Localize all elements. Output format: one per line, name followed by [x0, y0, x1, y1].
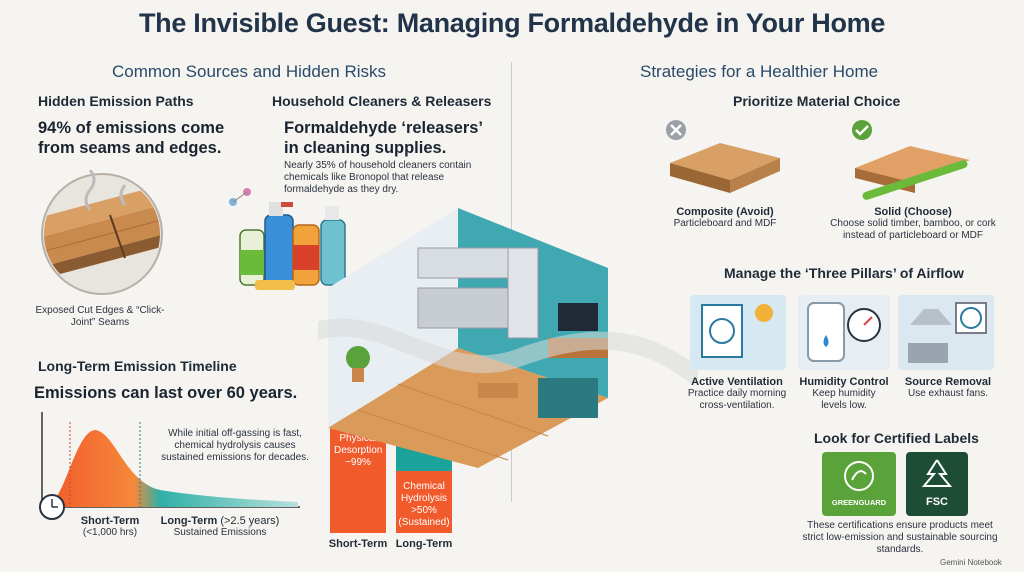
pillar-humidity-title: Humidity Control	[799, 376, 889, 388]
fsc-text: FSC	[926, 496, 948, 508]
solid-block: Solid (Choose) Choose solid timber, bamb…	[828, 206, 998, 242]
left-section-heading: Common Sources and Hidden Risks	[112, 62, 387, 81]
short-term-sub: (<1,000 hrs)	[82, 527, 138, 538]
solid-title: Solid (Choose)	[874, 206, 952, 218]
short-term-bar-label: Short-Term	[328, 538, 388, 550]
pillar-ventilation-desc: Practice daily morning cross-ventilation…	[687, 388, 787, 411]
pillar-ventilation: Active Ventilation Practice daily mornin…	[682, 376, 792, 412]
ventilation-card	[690, 295, 786, 370]
timeline-desc: While initial off-gassing is fast, chemi…	[161, 428, 309, 463]
page-title: The Invisible Guest: Managing Formaldehy…	[138, 8, 886, 38]
hidden-emission-stat: 94% of emissions come from seams and edg…	[38, 119, 225, 157]
composite-wood-illustration	[666, 120, 780, 193]
leaf-icon	[844, 461, 874, 491]
long-term-label: Long-Term	[160, 515, 218, 527]
labels-desc: These certifications ensure products mee…	[802, 520, 998, 555]
pillar-source-desc: Use exhaust fans.	[907, 388, 989, 399]
dehumidifier-icon	[807, 302, 845, 362]
fan-icon	[709, 318, 735, 344]
room-illustration	[318, 208, 698, 468]
humidity-card	[798, 295, 890, 370]
sun-icon	[755, 304, 773, 322]
pillar-humidity: Humidity Control Keep humidity levels lo…	[792, 376, 896, 412]
check-circle-icon	[852, 120, 872, 140]
short-term-block: Short-Term (<1,000 hrs)	[70, 515, 150, 539]
cleaners-desc: Nearly 35% of household cleaners contain…	[284, 160, 472, 195]
solid-desc: Choose solid timber, bamboo, or cork ins…	[830, 218, 996, 241]
footer-credit: Gemini Notebook	[940, 558, 1002, 567]
greenguard-text: GREENGUARD	[831, 498, 887, 507]
emission-curve-chart	[39, 412, 300, 520]
hidden-emission-heading: Hidden Emission Paths	[38, 93, 194, 109]
long-term-bar-text: Chemical Hydrolysis >50% (Sustained)	[398, 481, 450, 528]
cleaning-bottles-illustration	[229, 188, 346, 290]
timeline-heading: Long-Term Emission Timeline	[38, 358, 237, 374]
source-removal-card	[898, 295, 994, 370]
pillar-ventilation-title: Active Ventilation	[691, 376, 783, 388]
timeline-stat: Emissions can last over 60 years.	[34, 384, 298, 402]
greenguard-logo: GREENGUARD	[822, 452, 896, 516]
fsc-logo: FSC	[906, 452, 968, 516]
exhaust-hood-icon	[910, 309, 952, 325]
short-term-bar-text: Physical Desorption ~99%	[334, 433, 383, 468]
hidden-emission-caption: Exposed Cut Edges & “Click-Joint” Seams	[35, 305, 165, 328]
long-term-bar-label: Long-Term	[395, 538, 453, 550]
solid-wood-illustration	[852, 120, 970, 200]
material-heading: Prioritize Material Choice	[733, 93, 901, 109]
airflow-heading: Manage the ‘Three Pillars’ of Airflow	[724, 265, 964, 281]
composite-title: Composite (Avoid)	[676, 206, 774, 218]
pillar-source-title: Source Removal	[904, 376, 992, 388]
short-term-label: Short-Term	[80, 515, 140, 527]
pillar-humidity-desc: Keep humidity levels low.	[812, 388, 876, 411]
pillar-source: Source Removal Use exhaust fans.	[898, 376, 998, 400]
long-term-sub2: Sustained Emissions	[173, 527, 267, 538]
right-section-heading: Strategies for a Healthier Home	[640, 62, 879, 81]
labels-heading: Look for Certified Labels	[814, 430, 979, 446]
long-term-block: Long-Term (>2.5 years) Sustained Emissio…	[150, 515, 290, 539]
composite-desc: Particleboard and MDF	[673, 218, 777, 229]
long-term-sub: (>2.5 years)	[220, 515, 280, 527]
cleaners-heading: Household Cleaners & Releasers	[272, 93, 492, 109]
cleaners-stat: Formaldehyde ‘releasers’ in cleaning sup…	[284, 119, 483, 157]
tree-icon	[921, 459, 953, 487]
exhaust-fan-icon	[960, 307, 982, 329]
wood-edge-illustration	[41, 170, 163, 295]
composite-block: Composite (Avoid) Particleboard and MDF	[660, 206, 790, 230]
